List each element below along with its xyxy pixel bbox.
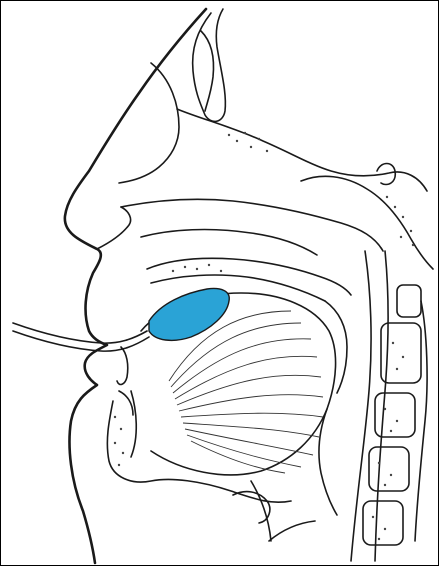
- pharynx-wall: [351, 251, 371, 561]
- pharynx-posterior: [375, 251, 388, 561]
- upper-incisor: [117, 347, 128, 384]
- sphenoid-outline: [301, 176, 433, 269]
- vertebra-c4: [369, 447, 409, 491]
- vertebrae: [363, 285, 427, 545]
- soft-palate: [325, 301, 347, 393]
- larynx-outline: [251, 481, 315, 541]
- palate-lower: [151, 275, 325, 301]
- nose-inner-outline: [97, 207, 131, 249]
- lower-incisor: [119, 391, 133, 415]
- frontal-sinus-outline: [193, 9, 226, 121]
- vertebra-c3: [375, 393, 415, 437]
- nasal-floor: [121, 199, 383, 251]
- highlighted-region: [149, 289, 229, 341]
- vertebra-c1: [397, 285, 421, 317]
- epiglottis: [319, 409, 337, 515]
- tube: [13, 323, 147, 343]
- nasal-turbinate: [141, 230, 317, 255]
- mandible-inner: [131, 391, 136, 457]
- vertebra-c5: [363, 501, 403, 545]
- sinus-chamber: [201, 31, 214, 111]
